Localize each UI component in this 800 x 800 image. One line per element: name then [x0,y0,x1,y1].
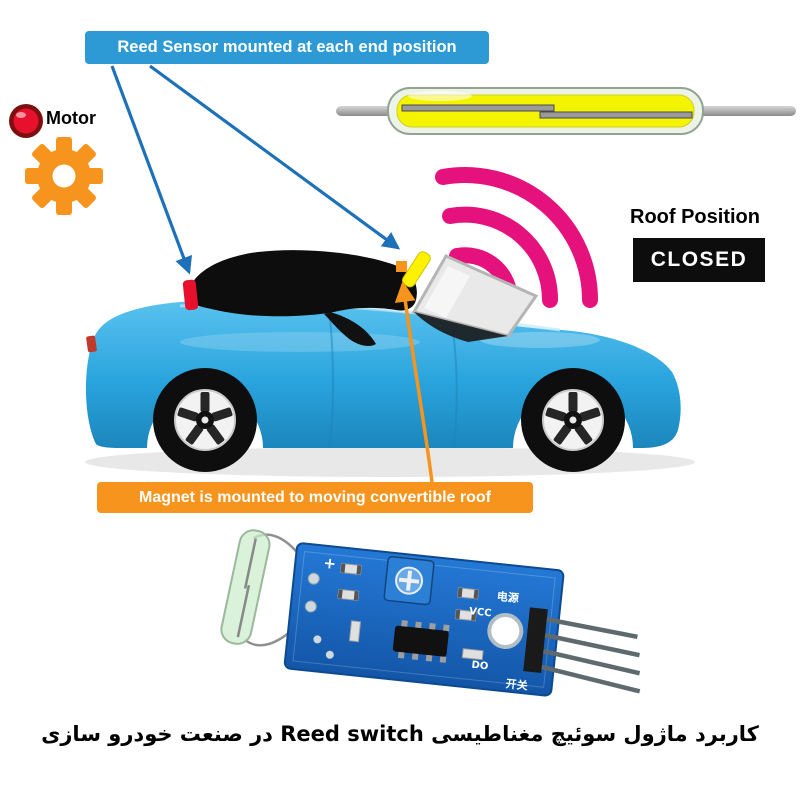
magnet-marker [396,261,407,272]
reed-sensor-marker-rear [182,279,199,311]
tail-light [86,335,97,353]
pcb-plus-label: + [323,554,337,573]
signal-arc-3 [435,167,598,308]
sensor-module-pcb: + 电源 VCC DO 开关 [220,529,641,697]
gear-icon [25,137,103,215]
folded-roof [187,250,417,317]
reed-blade-left [401,104,555,112]
motor-button-icon [9,104,43,138]
arrow-to-rear-sensor [110,65,193,275]
door-line-rear [329,317,334,447]
signal-arc-2 [442,206,559,308]
ic-chip [392,620,450,663]
resistor-tips [337,563,479,621]
reed-switch-capsule-illustration [336,87,796,135]
body-highlight [180,332,420,352]
motor-label: Motor [46,108,96,128]
glass-shine [408,91,472,101]
arrow-to-magnet [394,280,434,483]
header-pins [523,607,641,694]
roof-swoosh [324,312,376,346]
reed-switch-tube [220,529,314,647]
potentiometer [383,556,435,606]
solder-pad-1 [307,572,320,585]
pcb-board [283,542,565,697]
wheel-front [521,368,625,472]
pcb-vcc-label: VCC [469,606,492,619]
solder-pad-2 [304,600,317,613]
wheel-rear [153,368,257,472]
caption-persian: کاربرد ماژول سوئیچ مغناطیسی Reed switch … [41,722,759,746]
reed-sensor-label: Reed Sensor mounted at each end position [85,31,489,64]
car-illustration [85,250,695,477]
smd-resistors [337,562,484,661]
hood-highlight [480,332,600,348]
pcb-power-label: 电源 [496,589,519,605]
reed-blade-right [539,111,693,119]
pcb-switch-label: 开关 [505,676,528,692]
arrow-to-front-sensor [149,64,401,250]
solder-pad-3 [313,635,322,644]
mounting-hole [487,612,524,649]
roof-position-label: Roof Position [630,206,760,228]
magnet-label: Magnet is mounted to moving convertible … [97,482,533,513]
door-line-front [451,323,458,447]
windshield [411,254,539,342]
car-body [85,300,681,448]
solder-pad-4 [325,650,334,659]
roof-status-badge: CLOSED [633,238,765,282]
pcb-do-label: DO [471,660,489,673]
